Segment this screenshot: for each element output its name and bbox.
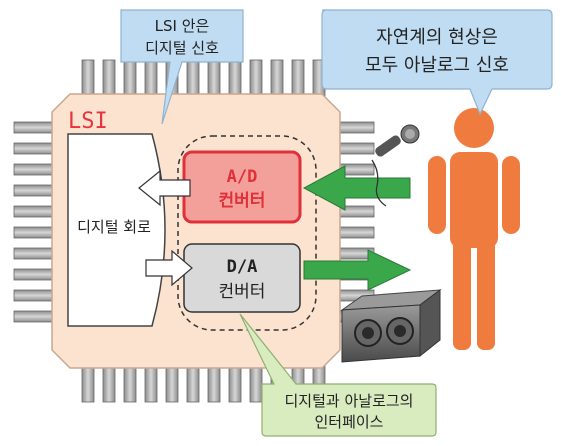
chip-pin — [123, 365, 137, 403]
callout-lsi-line1: LSI 안은 — [155, 17, 210, 35]
chip-pin — [13, 142, 55, 155]
chip-pins-top — [81, 59, 326, 97]
interface-region — [177, 135, 317, 331]
digital-to-da-arrow — [145, 249, 193, 287]
chip-pin — [13, 226, 55, 239]
chip-pin — [228, 365, 242, 403]
da-converter-box — [183, 243, 301, 313]
chip-pin — [337, 121, 375, 134]
chip-pin — [249, 365, 263, 403]
chip-pin — [81, 59, 95, 97]
chip-pin — [13, 268, 55, 281]
callout-lsi-line2: 디지털 신호 — [145, 39, 219, 57]
chip-pin — [13, 247, 55, 260]
chip-pin — [13, 184, 55, 197]
callout-interface: 디지털과 아날로그의 인터페이스 — [239, 313, 437, 437]
chip-pin — [249, 59, 263, 97]
chip-pin — [207, 59, 221, 97]
chip-pin — [81, 365, 95, 403]
person-icon — [428, 108, 520, 350]
chip-pin — [102, 365, 116, 403]
callout-nature-line1: 자연계의 현상은 — [376, 27, 498, 48]
chip-pin — [291, 59, 305, 97]
chip-pin — [165, 365, 179, 403]
chip-pin — [123, 59, 137, 97]
chip-title: LSI — [68, 109, 108, 134]
ad-to-digital-arrow — [138, 169, 191, 207]
chip-pin — [13, 205, 55, 218]
microphone-icon — [371, 124, 420, 207]
analog-out-arrow — [303, 249, 412, 291]
callout-lsi-digital: LSI 안은 디지털 신호 — [120, 9, 244, 125]
chip-pin — [270, 59, 284, 97]
analog-in-arrow — [302, 165, 411, 211]
speaker-icon — [340, 289, 442, 363]
chip-pin — [13, 310, 55, 323]
ad-converter-box — [182, 150, 302, 224]
chip-pin — [13, 289, 55, 302]
chip-pin — [228, 59, 242, 97]
chip-pin — [337, 142, 375, 155]
digital-circuit-label: 디지털 회로 — [77, 218, 151, 236]
chip-pin — [102, 59, 116, 97]
chip-pins-right — [337, 121, 375, 323]
callout-nature-analog: 자연계의 현상은 모두 아날로그 신호 — [321, 9, 553, 116]
chip-pin — [144, 59, 158, 97]
ad-converter-line1: A/D — [227, 167, 258, 187]
digital-circuit-block — [67, 133, 166, 327]
chip-pins-left — [13, 121, 55, 323]
chip-pin — [13, 121, 55, 134]
callout-interface-line1: 디지털과 아날로그의 — [285, 392, 414, 410]
da-converter-line1: D/A — [227, 257, 258, 277]
callout-interface-line2: 인터페이스 — [314, 413, 383, 431]
chip-pin — [144, 365, 158, 403]
chip-pin — [13, 163, 55, 176]
chip-pin — [207, 365, 221, 403]
chip-pin — [186, 59, 200, 97]
chip-pin — [337, 226, 375, 239]
callout-nature-line2: 모두 아날로그 신호 — [365, 55, 509, 76]
ad-converter-line2: 컨버터 — [219, 191, 266, 211]
da-converter-line2: 컨버터 — [219, 282, 266, 302]
chip-pin — [186, 365, 200, 403]
